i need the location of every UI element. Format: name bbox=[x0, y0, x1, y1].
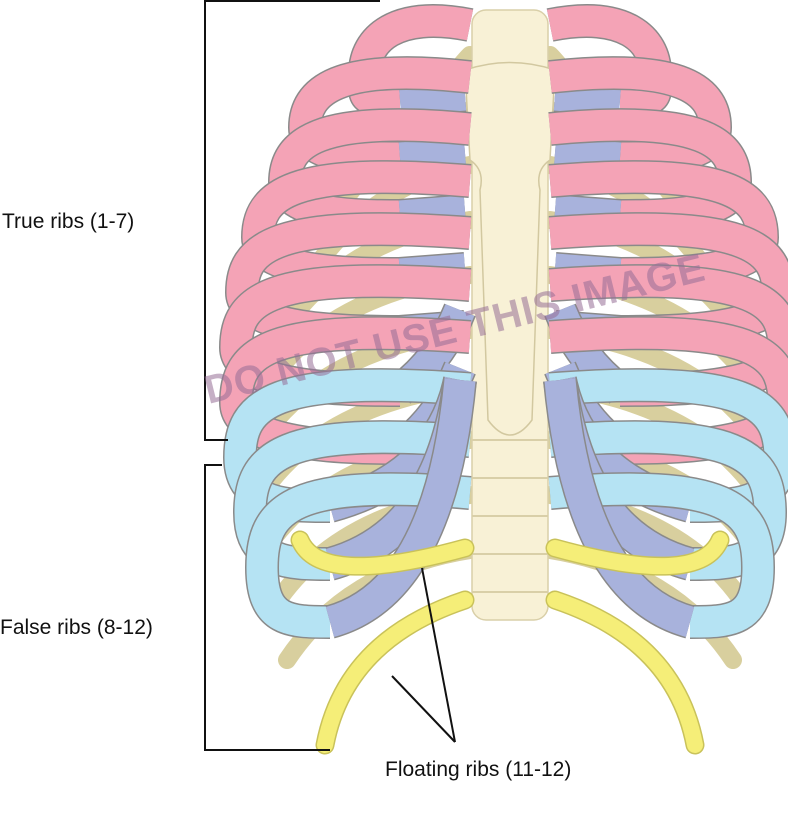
false-ribs-label: False ribs (8-12) bbox=[0, 616, 153, 639]
floating-ribs-pointer-2 bbox=[391, 675, 456, 743]
true-ribs-bracket bbox=[204, 0, 380, 441]
false-rib-10-right bbox=[548, 473, 774, 638]
costal-cartilage-1-right bbox=[553, 79, 622, 116]
false-ribs-bracket bbox=[204, 464, 330, 751]
false-rib-9-left bbox=[234, 421, 472, 580]
true-ribs-label: True ribs (1-7) bbox=[2, 210, 135, 233]
floating-rib-11-left bbox=[292, 532, 473, 575]
costal-cartilage-2-right bbox=[553, 137, 622, 174]
false-rib-10-left bbox=[246, 473, 472, 638]
costal-cartilage-2-left bbox=[398, 137, 467, 174]
costal-cartilage-10-left bbox=[325, 378, 476, 637]
spine-and-sternum bbox=[464, 9, 556, 621]
label-brackets bbox=[204, 0, 456, 751]
floating-ribs-label: Floating ribs (11-12) bbox=[385, 758, 572, 781]
floating-rib-11-right bbox=[547, 532, 728, 575]
costal-cartilage-10-right bbox=[544, 378, 695, 637]
false-rib-9-right bbox=[548, 421, 786, 580]
anterior-ribs bbox=[218, 4, 788, 755]
sternum bbox=[464, 61, 556, 436]
floating-rib-12-left bbox=[317, 592, 473, 753]
costal-cartilage-1-left bbox=[398, 79, 467, 116]
floating-rib-12-right bbox=[547, 592, 703, 753]
floating-ribs-pointer-1 bbox=[421, 567, 456, 743]
